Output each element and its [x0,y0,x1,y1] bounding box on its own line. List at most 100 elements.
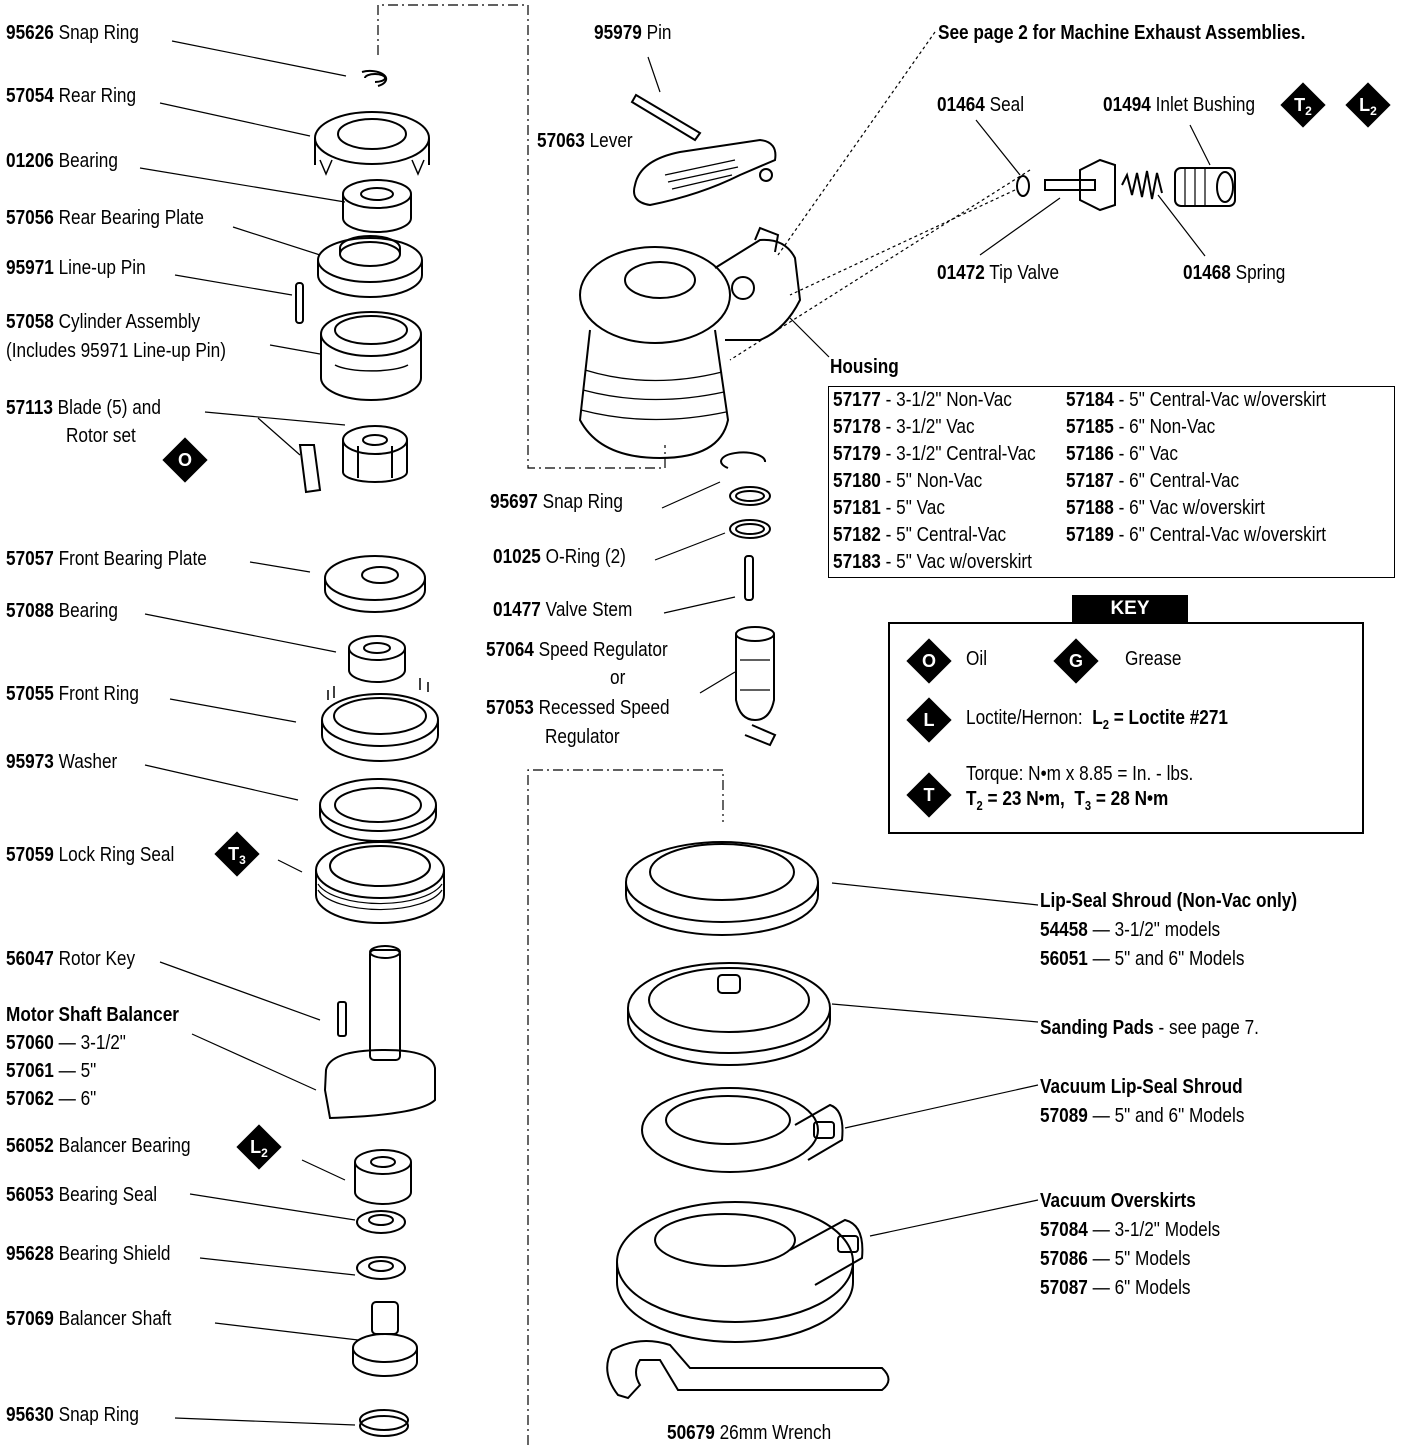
part-motor-shaft-balancer [323,945,436,1120]
label-57061: 57061 — 5" [6,1060,97,1082]
loctite-symbol: L [906,697,952,743]
key-torque: Torque: N•m x 8.85 = In. - lbs. [966,763,1194,785]
part-front-ring [321,678,439,762]
label-01464: 01464 Seal [937,94,1025,116]
part-bearing-seal [356,1210,406,1234]
label-01477: 01477 Valve Stem [493,599,633,621]
label-56052: 56052 Balancer Bearing [6,1135,191,1157]
label-95626: 95626 Snap Ring [6,22,139,44]
label-57069: 57069 Balancer Shaft [6,1308,172,1330]
torque-symbol: T [906,772,952,818]
part-spring [1121,170,1163,200]
label-57060: 57060 — 3-1/2" [6,1032,126,1054]
exhaust-dotted-lines [729,31,1031,361]
overskirt-57086: 57086 — 5" Models [1040,1248,1191,1270]
key-grease: Grease [1125,648,1182,670]
label-57056: 57056 Rear Bearing Plate [6,207,204,229]
label-56053: 56053 Bearing Seal [6,1184,158,1206]
part-sanding-pad [627,962,831,1066]
key-title: KEY [1072,595,1188,623]
label-57063: 57063 Lever [537,130,633,152]
leader-lines [139,40,1211,1426]
part-wrench [606,1340,890,1400]
housing-row: 57182 - 5" Central-Vac [833,524,1007,546]
label-57054: 57054 Rear Ring [6,85,137,107]
label-95971: 95971 Line-up Pin [6,257,146,279]
part-vacuum-lip-seal-shroud [641,1087,844,1173]
label-95630: 95630 Snap Ring [6,1404,139,1426]
label-57113-cont: Rotor set [66,425,136,447]
label-57059: 57059 Lock Ring Seal [6,844,175,866]
part-rear-ring [314,111,430,176]
label-57064: 57064 Speed Regulator [486,639,668,661]
exhaust-note: See page 2 for Machine Exhaust Assemblie… [938,22,1306,44]
housing-row: 57183 - 5" Vac w/overskirt [833,551,1032,573]
part-line-up-pin [295,282,304,324]
part-lever [633,138,777,207]
housing-row: 57180 - 5" Non-Vac [833,470,983,492]
lipseal-54458: 54458 — 3-1/2" models [1040,919,1221,941]
label-motor-shaft-balancer: Motor Shaft Balancer [6,1004,179,1026]
part-rotor-blades [298,425,408,494]
part-pin [630,93,702,142]
label-95979: 95979 Pin [594,22,672,44]
housing-row: 57187 - 6" Central-Vac [1066,470,1240,492]
label-01494: 01494 Inlet Bushing [1103,94,1256,116]
label-57088: 57088 Bearing [6,600,118,622]
label-01206: 01206 Bearing [6,150,118,172]
part-lock-ring-seal [315,841,445,924]
overskirts-title: Vacuum Overskirts [1040,1190,1196,1212]
part-snap-ring-top [361,69,388,87]
oil-symbol: O [906,638,952,684]
part-bearing-shield [356,1256,406,1280]
loctite-l2-symbol-balancer: L2 [236,1124,282,1170]
housing-row: 57181 - 5" Vac [833,497,945,519]
torque-t2-symbol: T2 [1280,82,1326,128]
label-57057: 57057 Front Bearing Plate [6,548,207,570]
lipseal-56051: 56051 — 5" and 6" Models [1040,948,1245,970]
part-rotor-key [337,1001,347,1037]
part-vacuum-overskirt [616,1201,864,1343]
label-or: or [610,667,626,689]
label-01468: 01468 Spring [1183,262,1286,284]
part-housing [578,226,802,460]
housing-row: 57186 - 6" Vac [1066,443,1178,465]
label-57062: 57062 — 6" [6,1088,97,1110]
part-front-bearing-plate [324,555,426,613]
part-rear-bearing-plate [317,235,423,298]
part-speed-regulator [735,626,777,747]
housing-row: 57185 - 6" Non-Vac [1066,416,1216,438]
housing-row: 57179 - 3-1/2" Central-Vac [833,443,1036,465]
loctite-l2-symbol-inlet: L2 [1345,82,1391,128]
label-57053: 57053 Recessed Speed [486,697,670,719]
overskirt-57084: 57084 — 3-1/2" Models [1040,1219,1221,1241]
vacuum-lipseal-title: Vacuum Lip-Seal Shroud [1040,1076,1243,1098]
key-loctite: Loctite/Hernon: L2 = Loctite #271 [966,707,1228,732]
label-50679: 50679 26mm Wrench [667,1422,832,1444]
overskirt-57087: 57087 — 6" Models [1040,1277,1191,1299]
vacuum-lipseal-57089: 57089 — 5" and 6" Models [1040,1105,1245,1127]
part-o-rings [729,486,771,539]
part-lip-seal-shroud [625,841,819,936]
housing-title: Housing [830,356,899,378]
torque-t3-symbol: T3 [214,831,260,877]
label-57053-cont: Regulator [545,726,620,748]
housing-table [828,386,1395,578]
part-inlet-bushing [1174,167,1236,207]
key-box [888,622,1364,834]
part-bearing-front [348,635,406,683]
housing-row: 57189 - 6" Central-Vac w/overskirt [1066,524,1327,546]
label-57058: 57058 Cylinder Assembly [6,311,201,333]
part-cylinder [320,311,422,401]
label-01025: 01025 O-Ring (2) [493,546,626,568]
label-57058-note: (Includes 95971 Line-up Pin) [6,340,226,362]
label-01472: 01472 Tip Valve [937,262,1060,284]
label-95628: 95628 Bearing Shield [6,1243,171,1265]
part-washer [319,778,437,842]
label-56047: 56047 Rotor Key [6,948,136,970]
key-oil: Oil [966,648,988,670]
lipseal-title: Lip-Seal Shroud (Non-Vac only) [1040,890,1298,912]
part-snap-ring-mid [720,451,767,469]
part-snap-ring-bottom [359,1409,409,1437]
